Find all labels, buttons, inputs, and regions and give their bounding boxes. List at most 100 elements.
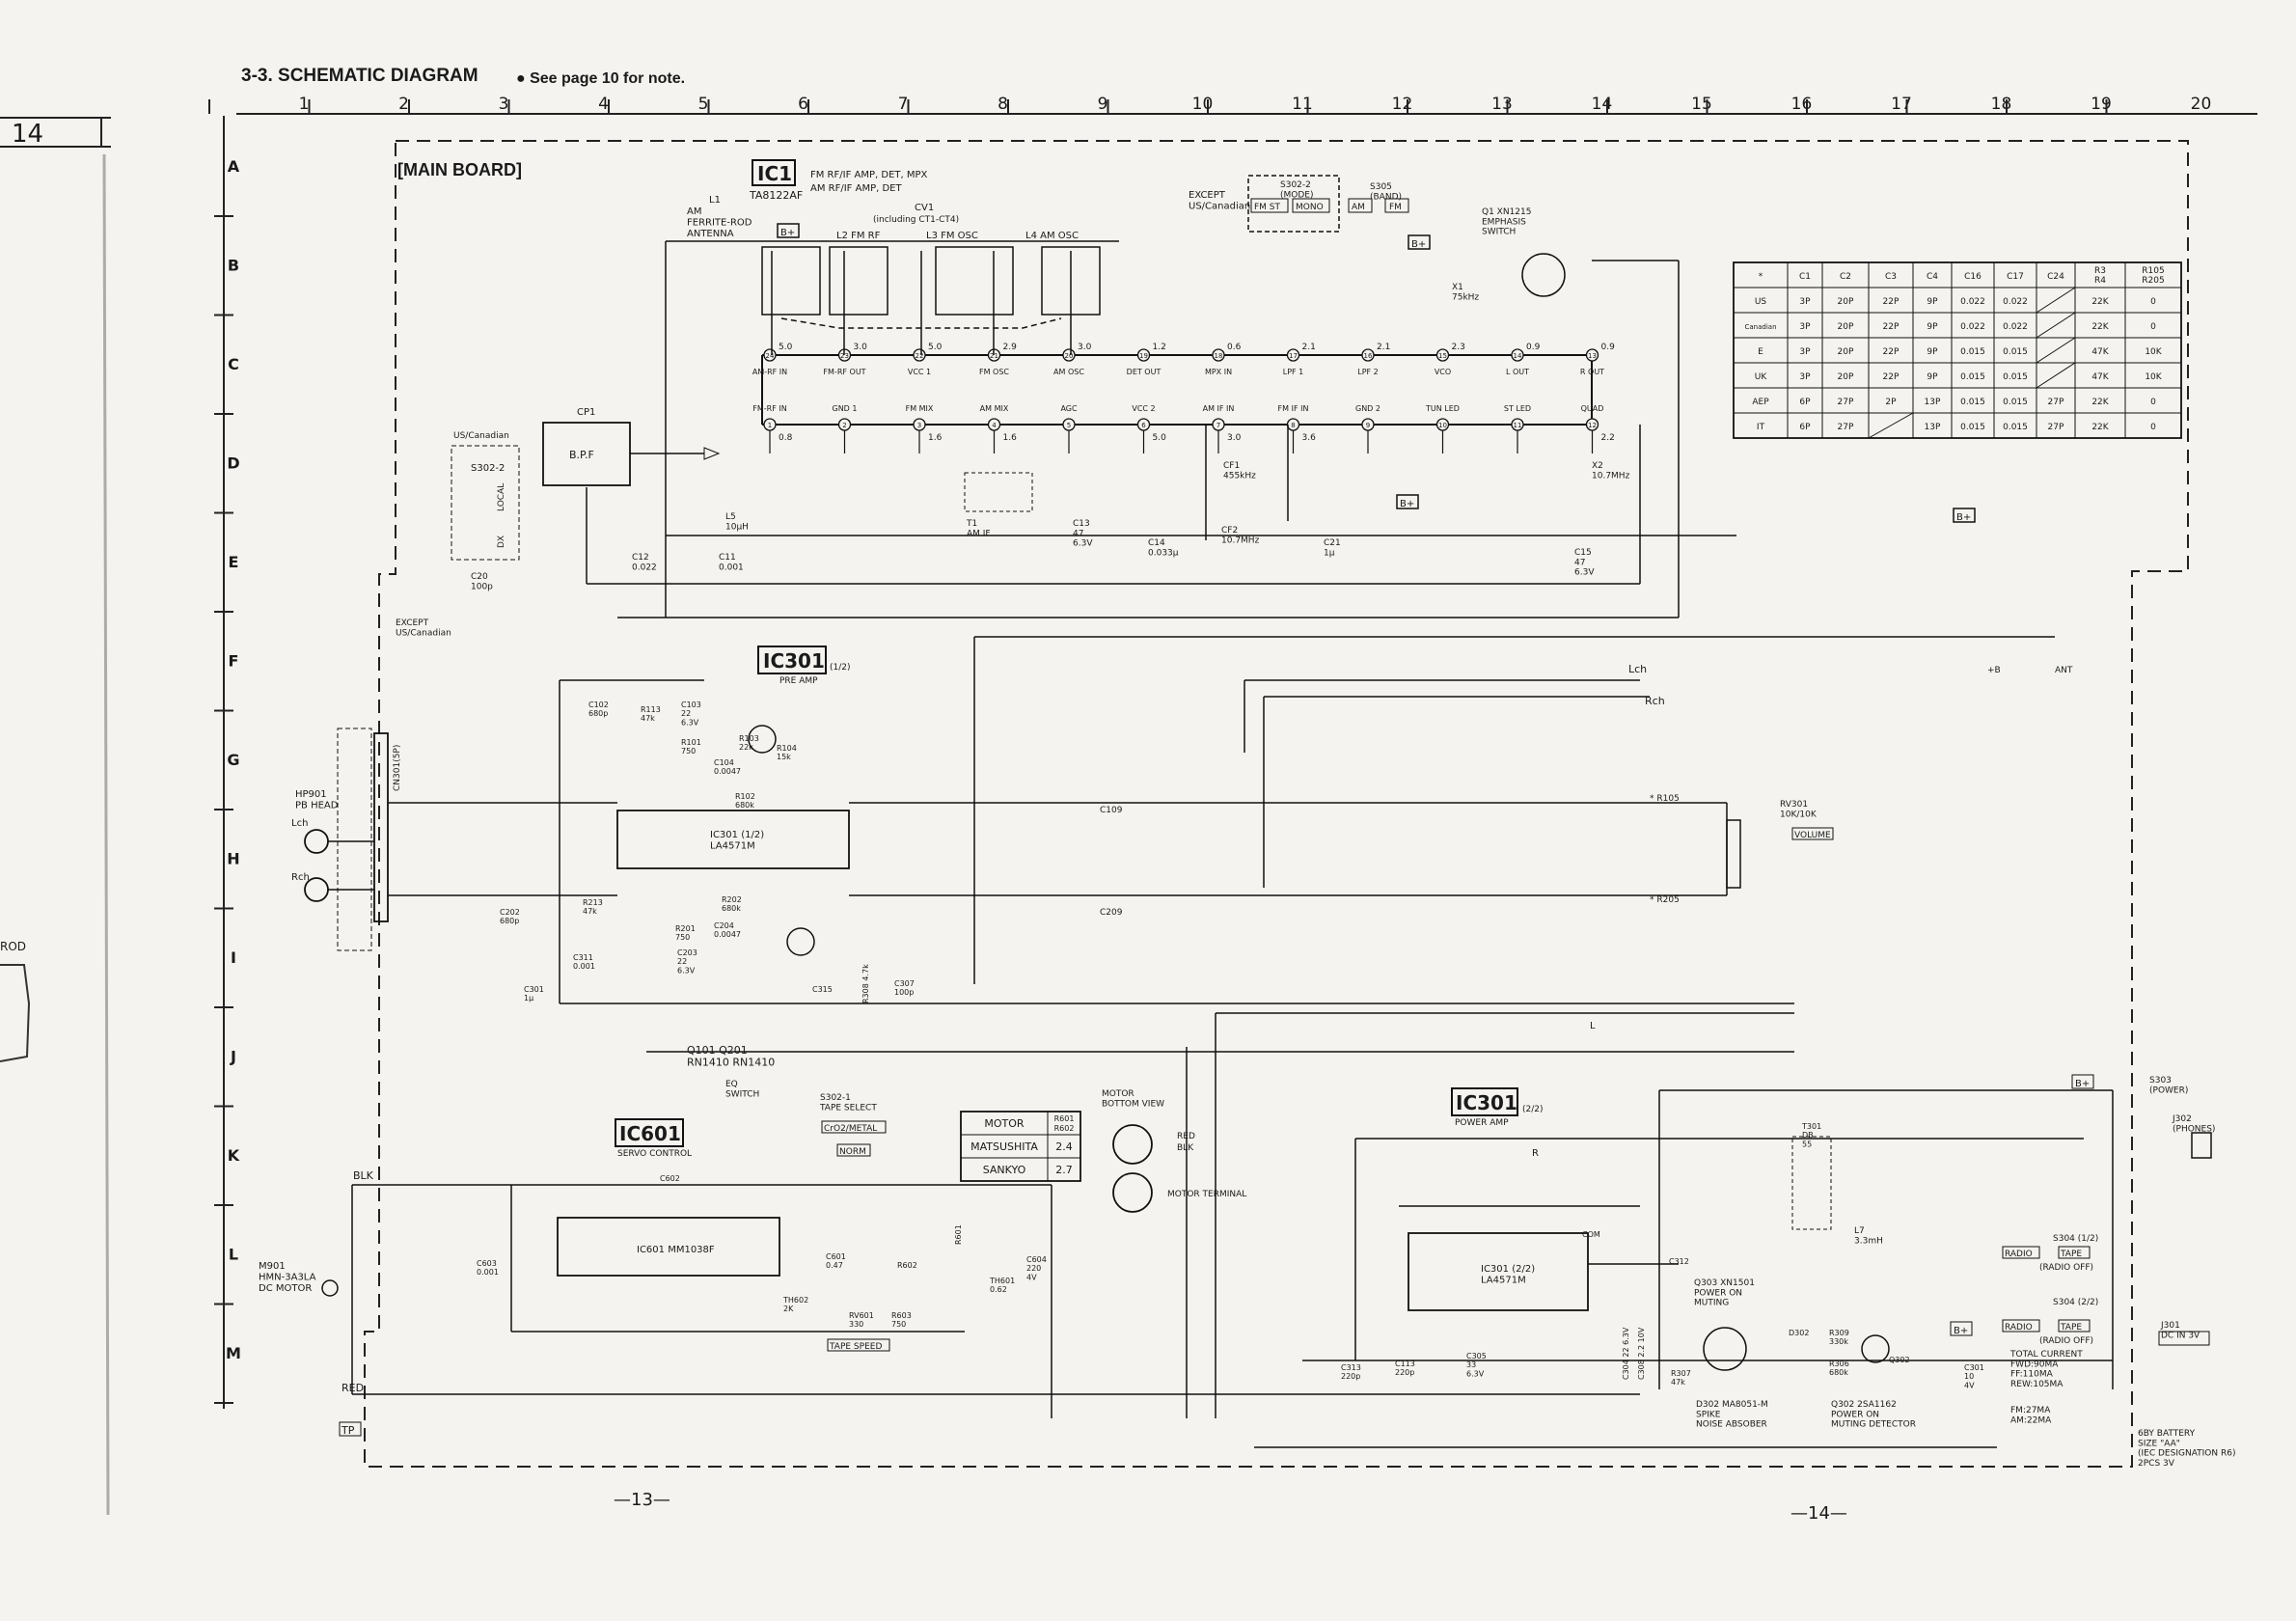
grid-column-label: 2 <box>398 95 409 114</box>
ic1-pin-number: 4 <box>992 422 997 429</box>
grid-row-label: A <box>228 157 240 176</box>
ic1-desc1: FM RF/IF AMP, DET, MPX <box>810 170 928 180</box>
r-signal-label: R <box>1532 1148 1539 1159</box>
ic1-part: TA8122AF <box>749 189 803 202</box>
table-header-cell: C2 <box>1840 272 1851 282</box>
table-header-cell: R105 <box>2142 266 2164 276</box>
rv301-pot <box>1726 819 1741 889</box>
table-cell: 47K <box>2091 347 2109 357</box>
ic1-pin-number: 12 <box>1588 422 1597 429</box>
ic1-pin-name: VCC 2 <box>1132 404 1155 413</box>
table-cell: E <box>1758 347 1763 357</box>
table-cell: US <box>1755 297 1767 307</box>
ic301b-part: IC301 (2/2)LA4571M <box>1481 1264 1535 1286</box>
motor-bottom-view <box>1112 1124 1153 1165</box>
ic1-pin-name: FM MIX <box>906 404 934 413</box>
ic1-pin-number: 1 <box>768 422 772 429</box>
table-cell: 0 <box>2150 423 2156 432</box>
lch-line-label: Lch <box>1628 663 1647 675</box>
ic1-pin-voltage: 5.0 <box>779 343 793 352</box>
j302-label: J302(PHONES) <box>2172 1114 2215 1134</box>
table-cell: 20P <box>1838 347 1854 357</box>
q101-transistor <box>748 725 777 754</box>
ic1-pin-name: FM-RF IN <box>752 404 786 413</box>
table-cell: 9P <box>1927 347 1938 357</box>
ic1-section: IC1 TA8122AF FM RF/IF AMP, DET, MPX AM R… <box>396 159 1976 638</box>
table-cell: 22P <box>1883 297 1900 307</box>
phones-jack <box>2191 1132 2212 1159</box>
tuner-coils <box>665 240 1119 618</box>
grid-column-label: 13 <box>1491 95 1513 114</box>
table-cell: 22P <box>1883 322 1900 332</box>
table-cell: 0 <box>2150 322 2156 332</box>
ic1-pin-voltage: 0.9 <box>1526 343 1541 352</box>
ic1-pin-voltage: 5.0 <box>928 343 943 352</box>
table-cell: 22K <box>2091 423 2109 432</box>
margin-page-box: 14 <box>0 117 111 149</box>
ic1-pin-voltage: 2.3 <box>1452 343 1465 352</box>
t301-transformer <box>1791 1136 1832 1230</box>
grid-row-label: C <box>228 355 239 373</box>
b-plus-power: B+ <box>2075 1079 2090 1089</box>
ic1-pin-voltage: 2.9 <box>1003 343 1018 352</box>
l-signal-label: L <box>1590 1021 1596 1031</box>
grid-column-label: 5 <box>698 95 709 114</box>
ic301a-suffix: (1/2) <box>830 663 851 673</box>
table-cell: 0.015 <box>2003 347 2028 357</box>
margin-clip-drawing <box>0 964 31 1062</box>
s304-2-label: S304 (2/2) <box>2053 1298 2098 1307</box>
b-plus-muting: B+ <box>1954 1326 1968 1336</box>
table-cell: Canadian <box>1744 323 1776 331</box>
ic1-ref-box <box>752 159 796 186</box>
cn301-connector <box>373 732 389 922</box>
ic1-pin-number: 22 <box>916 352 924 360</box>
table-cell: 10K <box>2145 347 2162 357</box>
ic1-pin-name: AM-RF IN <box>752 368 787 376</box>
ic601-section: IC601 SERVO CONTROL IC601 MM1038F BLK RE… <box>259 1089 1640 1437</box>
table-cell: 3P <box>1799 372 1811 382</box>
table-cell: 6P <box>1799 398 1811 407</box>
table-cell: 0.015 <box>1960 423 1985 432</box>
ic1-pin-voltage: 0.6 <box>1227 343 1242 352</box>
b-plus-if: B+ <box>1400 499 1414 509</box>
s304-1-label: S304 (1/2) <box>2053 1234 2098 1244</box>
ic1-pin-number: 13 <box>1588 352 1597 360</box>
r205-label: * R205 <box>1650 895 1680 905</box>
r308-label: R308 4.7k <box>861 964 870 1003</box>
ic301a-ref: IC301 <box>763 649 825 673</box>
table-cell: AEP <box>1752 398 1769 407</box>
ic1-pin-name: GND 2 <box>1355 404 1380 413</box>
motor-terminal-label: MOTOR TERMINAL <box>1167 1190 1246 1199</box>
margin-page-number: 14 <box>12 120 43 149</box>
motor-table-cell: SANKYO <box>983 1164 1026 1176</box>
ic1-pin-name: R OUT <box>1580 368 1604 376</box>
table-cell: 0.022 <box>2003 322 2028 332</box>
crO2-metal-label: CrO2/METAL <box>824 1124 877 1134</box>
table-cell: 0.015 <box>1960 347 1985 357</box>
ic1-pin-number: 19 <box>1139 352 1148 360</box>
table-cell: 0.022 <box>2003 297 2028 307</box>
table-cell: 3P <box>1799 322 1811 332</box>
ic1-pin-number: 2 <box>842 422 846 429</box>
ic1-pin-name: FM IF IN <box>1278 404 1309 413</box>
